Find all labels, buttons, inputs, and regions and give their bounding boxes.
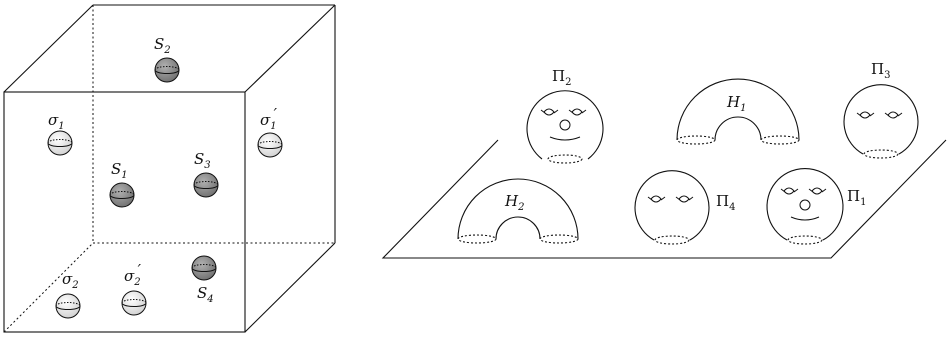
- sphere-s3: [193, 172, 219, 198]
- sphere-s2: [154, 57, 180, 83]
- cube-top-right-edge: [244, 4, 336, 93]
- cube-figure: S2 σ1 S1 S3 σ1′ σ2: [3, 4, 336, 333]
- piece-h2: [457, 178, 579, 244]
- label-s3: S3: [194, 150, 211, 171]
- label-s1: S1: [111, 160, 128, 181]
- label-s4: S4: [197, 284, 214, 305]
- sphere-s1: [109, 182, 135, 208]
- label-h2: H2: [504, 192, 524, 213]
- label-sigma2-prime: σ2′: [124, 261, 142, 288]
- base-plane: [381, 139, 947, 259]
- sphere-sigma1: [47, 130, 73, 156]
- piece-pi4: [634, 170, 710, 245]
- label-pi3: Π3: [871, 60, 890, 81]
- piece-pi1: [766, 167, 844, 245]
- label-sigma2: σ2: [62, 270, 79, 291]
- sphere-sigma1-prime: [257, 132, 283, 158]
- label-s2: S2: [154, 35, 171, 56]
- label-pi4: Π4: [716, 192, 735, 213]
- pieces-figure: Π2 H1 Π3 H2 Π4: [381, 60, 947, 259]
- label-h1: H1: [726, 93, 746, 114]
- piece-pi3: [843, 84, 919, 159]
- piece-pi2: [526, 90, 604, 164]
- label-pi2: Π2: [552, 67, 571, 88]
- cube-bottom-left-hidden-edge: [3, 242, 94, 333]
- label-sigma1-prime: σ1′: [260, 105, 278, 132]
- label-pi1: Π1: [847, 187, 866, 208]
- sphere-sigma2-prime: [121, 290, 147, 316]
- sphere-s4: [191, 255, 217, 281]
- piece-h1: [676, 78, 800, 145]
- cube-bottom-right-edge: [244, 242, 336, 333]
- label-sigma1: σ1: [48, 111, 65, 132]
- sphere-sigma2: [55, 293, 81, 319]
- cube-front-face: [3, 91, 246, 333]
- cube-top-left-edge: [3, 4, 94, 93]
